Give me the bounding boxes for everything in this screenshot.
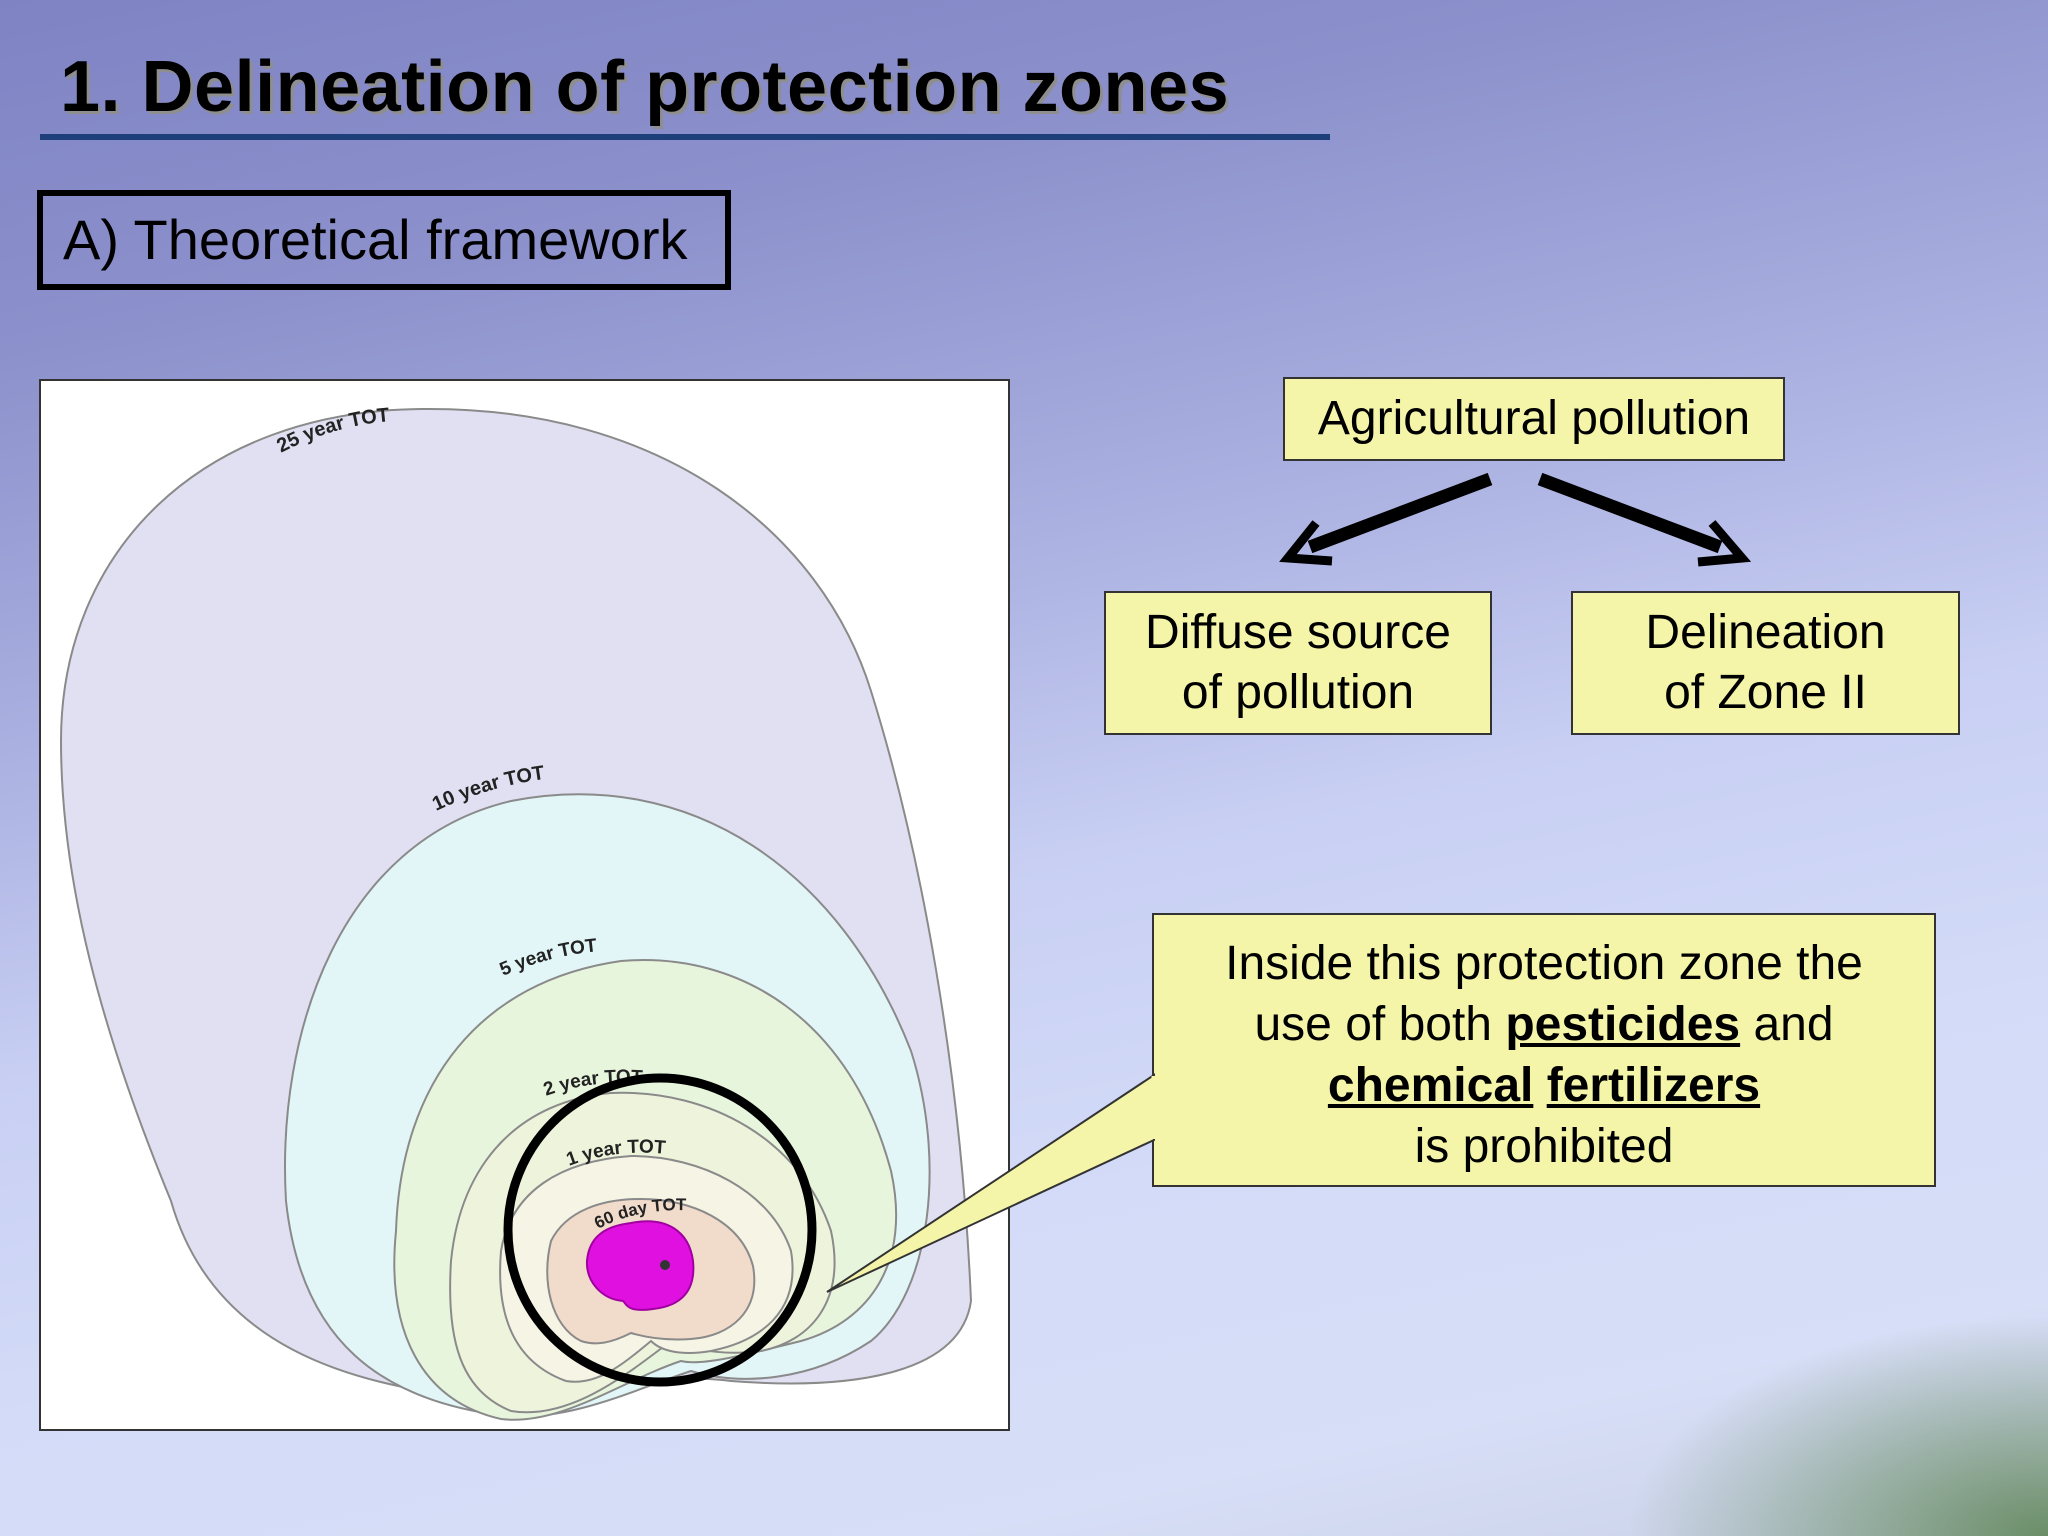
section-subtitle: A) Theoretical framework [37,190,731,290]
pesticides-term: pesticides [1505,998,1741,1051]
well-marker [660,1260,670,1270]
diffuse-source-line-2: of pollution [1181,666,1415,719]
agricultural-pollution-box: Agricultural pollution [1283,377,1785,461]
prohibition-callout: Inside this protection zone the use of b… [1152,913,1936,1187]
callout-line-2: use of both pesticides and [1154,994,1934,1055]
fertilizers-term: fertilizers [1546,1059,1761,1112]
diffuse-source-line-1: Diffuse source [1145,606,1451,659]
callout-line-2-prefix: use of both [1254,998,1506,1051]
title-underline [40,134,1330,140]
chemical-term: chemical [1327,1059,1534,1112]
arrow-to-diffuse-source [1307,472,1493,554]
slide-title: 1. Delineation of protection zones [60,47,1230,127]
callout-line-2-suffix: and [1740,998,1834,1051]
zone-ii-line-1: Delineation [1645,606,1886,659]
arrow-to-zone-ii-head [1697,520,1752,567]
callout-line-3: chemical fertilizers [1154,1055,1934,1116]
callout-line-1: Inside this protection zone the [1225,937,1863,990]
callout-line-4: is prohibited [1414,1120,1674,1173]
diffuse-source-box: Diffuse source of pollution [1104,591,1492,735]
zone-ii-line-2: of Zone II [1664,666,1867,719]
arrow-to-diffuse-source-head [1279,520,1333,566]
zone-ii-box: Delineation of Zone II [1571,591,1960,735]
arrow-to-zone-ii [1537,472,1723,554]
capture-zone-diagram: 25 year TOT 10 year TOT 5 year TOT 2 yea… [39,379,1010,1431]
